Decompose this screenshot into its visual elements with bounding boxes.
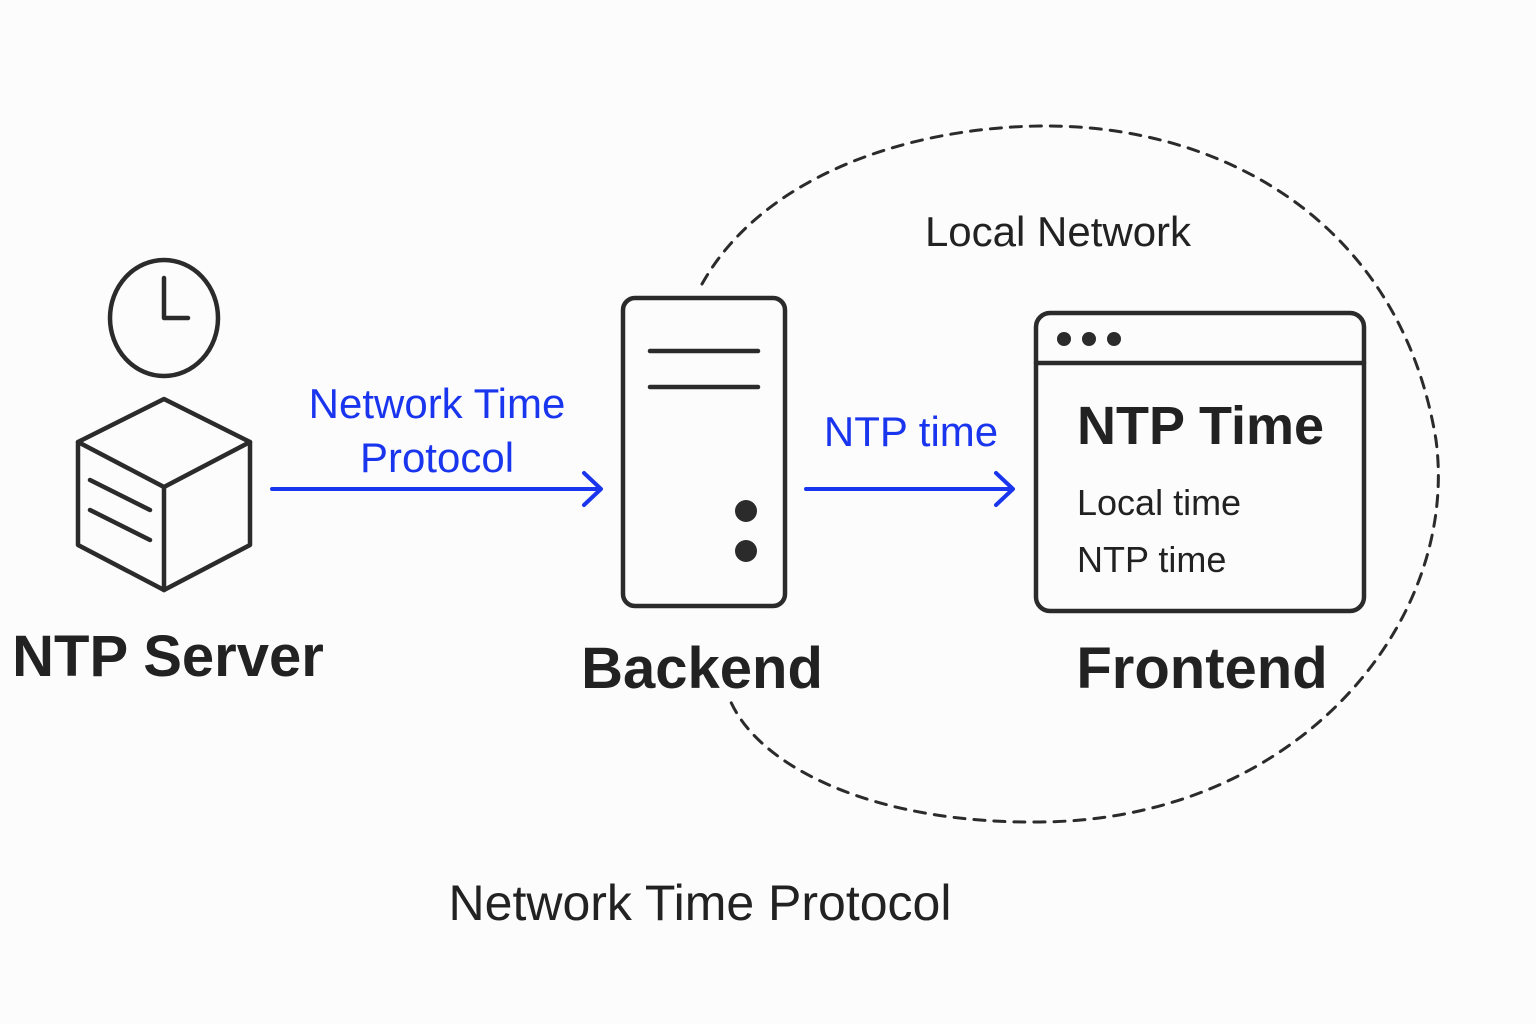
ntp-server-label: NTP Server bbox=[12, 624, 324, 689]
edge-label-line-2: Protocol bbox=[360, 434, 514, 481]
clock-icon bbox=[107, 257, 221, 379]
local-network-boundary bbox=[700, 124, 1440, 824]
window-line-local-time: Local time bbox=[1077, 482, 1241, 523]
edge-label-ntp-time: NTP time bbox=[824, 408, 998, 455]
edge-label-line-1: Network Time bbox=[309, 380, 566, 427]
edge-backend-to-frontend: NTP time bbox=[804, 408, 1015, 507]
tower-server-icon bbox=[620, 295, 788, 609]
window-title: NTP Time bbox=[1077, 396, 1324, 456]
diagram-caption: Network Time Protocol bbox=[449, 875, 952, 931]
server-cube-icon bbox=[75, 396, 253, 593]
window-line-ntp-time: NTP time bbox=[1077, 539, 1226, 580]
backend-label: Backend bbox=[581, 636, 823, 701]
local-network-region: Local Network bbox=[700, 124, 1440, 824]
arrowhead-icon bbox=[582, 471, 603, 507]
frontend-node: NTP Time Local time NTP time Frontend bbox=[1033, 310, 1367, 701]
browser-window-icon bbox=[1033, 310, 1367, 614]
edge-server-to-backend: Network Time Protocol bbox=[270, 380, 603, 507]
frontend-label: Frontend bbox=[1076, 636, 1327, 701]
arrowhead-icon bbox=[994, 471, 1015, 507]
ntp-server-node: NTP Server bbox=[12, 257, 324, 689]
backend-node: Backend bbox=[581, 295, 823, 701]
local-network-label: Local Network bbox=[925, 208, 1192, 255]
